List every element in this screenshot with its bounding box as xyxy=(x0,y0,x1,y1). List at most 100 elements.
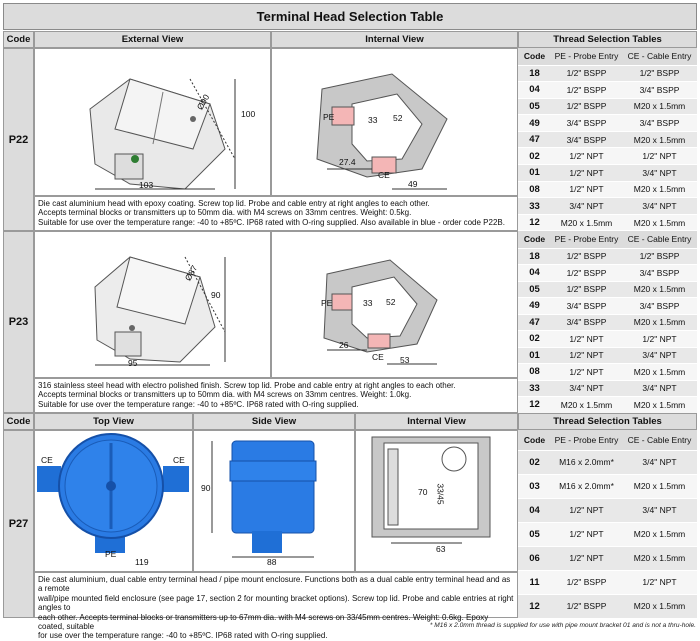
p22-external-view: Ø90 100 103 xyxy=(34,48,271,196)
p22-int-pe: PE xyxy=(323,112,335,122)
p27-side-width: 88 xyxy=(267,557,277,567)
p27-internal-drawing xyxy=(371,436,491,544)
p27-int-dim-63: 63 xyxy=(436,544,446,554)
p27-side-drawing xyxy=(211,440,317,558)
p22-desc-line: Accepts terminal blocks or transmitters … xyxy=(38,208,412,218)
p23-th-code: Code xyxy=(518,231,551,249)
p22-int-dim-49: 49 xyxy=(408,179,418,189)
p22-dim-height: 100 xyxy=(241,109,256,119)
p22-int-ce: CE xyxy=(378,170,390,180)
p27-description: Die cast aluminium, dual cable entry ter… xyxy=(34,572,518,640)
p27-top-drawing xyxy=(37,433,189,553)
p23-internal-drawing xyxy=(323,259,438,365)
p23-int-dim-33: 33 xyxy=(363,298,373,308)
p27-top-ce-left: CE xyxy=(41,455,53,465)
p23-external-drawing xyxy=(94,256,226,366)
p23-int-dim-52: 52 xyxy=(386,297,396,307)
p27-header-top-view: Top View xyxy=(34,413,193,430)
p22-th-pe: PE - Probe Entry xyxy=(551,48,622,66)
col-header-code: Code xyxy=(3,31,34,48)
p23-description: 316 stainless steel head with electro po… xyxy=(34,378,518,413)
p27-top-width: 119 xyxy=(135,557,149,567)
p23-th-ce: CE - Cable Entry xyxy=(622,231,697,249)
p27-int-dim-33-45: 33/45 xyxy=(435,483,446,505)
p23-int-pe: PE xyxy=(321,298,333,308)
p22-th-ce: CE - Cable Entry xyxy=(622,48,697,66)
p23-external-view: Ø87 90 95 xyxy=(34,231,271,378)
p22-int-dim-33: 33 xyxy=(368,115,378,125)
p22-desc-line: Suitable for use over the temperature ra… xyxy=(38,217,505,227)
p27-top-view: CE CE PE 119 xyxy=(34,430,193,572)
p22-internal-view: PE 33 52 27.4 CE 49 xyxy=(271,48,518,196)
p22-int-dim-27: 27.4 xyxy=(339,157,356,167)
footnote: * M16 x 2.0mm thread is supplied for use… xyxy=(429,622,696,629)
p23-dim-height: 90 xyxy=(211,290,221,300)
p27-desc-line: Die cast aluminium, dual cable entry ter… xyxy=(38,575,511,594)
p22-th-code: Code xyxy=(518,48,551,66)
code-p23: P23 xyxy=(3,231,34,413)
p27-header-side-view: Side View xyxy=(193,413,355,430)
p27-header-internal-view: Internal View xyxy=(355,413,518,430)
p23-desc-line: Accepts terminal blocks or transmitters … xyxy=(38,390,412,400)
p23-int-dim-53: 53 xyxy=(400,355,410,365)
p22-desc-line: Die cast aluminium head with epoxy coati… xyxy=(38,199,430,208)
code-p22: P22 xyxy=(3,48,34,231)
table-title: Terminal Head Selection Table xyxy=(3,3,697,30)
p27-desc-line: each other. Accepts terminal blocks or t… xyxy=(38,612,489,632)
p23-internal-view: PE 33 52 26 CE 53 xyxy=(271,231,518,378)
p27-internal-view: 70 33/45 63 xyxy=(355,430,518,572)
p27-header-thread-tables: Thread Selection Tables xyxy=(518,413,697,430)
p27-side-view: 90 88 xyxy=(193,430,355,572)
p23-desc-line: 316 stainless steel head with electro po… xyxy=(38,381,456,390)
p23-int-ce: CE xyxy=(372,352,384,362)
p22-description: Die cast aluminium head with epoxy coati… xyxy=(34,196,518,231)
p23-dim-width: 95 xyxy=(128,358,138,368)
p27-side-height: 90 xyxy=(201,483,211,493)
p22-external-drawing xyxy=(89,78,236,190)
p27-int-dim-70: 70 xyxy=(418,487,428,497)
p27-top-ce-right: CE xyxy=(173,455,185,465)
p23-th-pe: PE - Probe Entry xyxy=(551,231,622,249)
p27-header-code: Code xyxy=(3,413,34,430)
p23-int-dim-26: 26 xyxy=(339,340,349,350)
p27-top-pe: PE xyxy=(105,549,117,559)
p22-internal-drawing xyxy=(316,73,448,190)
p23-desc-line: Suitable for use over the temperature ra… xyxy=(38,399,359,409)
p27-desc-line: wall/pipe mounted field enclosure (see p… xyxy=(38,593,514,613)
p27-th-ce: CE - Cable Entry xyxy=(622,430,697,451)
p27-th-pe: PE - Probe Entry xyxy=(551,430,622,451)
p22-dim-width: 103 xyxy=(139,180,154,190)
p22-int-dim-52: 52 xyxy=(393,113,403,123)
col-header-internal-view: Internal View xyxy=(271,31,518,48)
col-header-thread-tables: Thread Selection Tables xyxy=(518,31,697,48)
